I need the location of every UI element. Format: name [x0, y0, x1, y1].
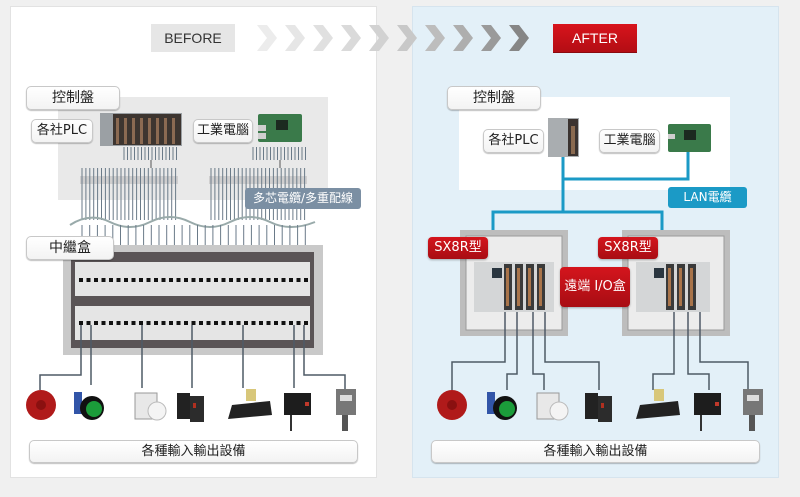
progress-chevrons — [257, 25, 529, 51]
device-wire — [39, 325, 82, 390]
sx8r-right-label: SX8R型 — [598, 237, 658, 259]
after-tag: AFTER — [553, 24, 637, 53]
after-device-wiring — [451, 312, 749, 390]
chevron-icon — [481, 25, 501, 51]
after-ipc-label: 工業電腦 — [599, 129, 660, 153]
device-wire — [506, 312, 518, 390]
device-wire — [303, 325, 346, 390]
chevron-icon — [257, 25, 277, 51]
after-plc-label: 各社PLC — [483, 129, 544, 153]
fiber-sensor-icon — [336, 389, 356, 415]
chevron-icon — [369, 25, 389, 51]
before-plc-label: 各社PLC — [31, 119, 93, 143]
sx8r-box-right — [622, 230, 730, 336]
sx8r-left-label: SX8R型 — [428, 237, 488, 259]
before-ipc-label: 工業電腦 — [193, 119, 253, 143]
chevron-icon — [453, 25, 473, 51]
sx8r-box-left — [460, 230, 568, 336]
chevron-icon — [313, 25, 333, 51]
relay-box-graphic — [63, 245, 323, 355]
before-device-wiring — [39, 325, 346, 390]
laser-sensor-icon — [694, 393, 721, 415]
photoelectric-sensor-icon — [585, 393, 598, 419]
before-plc-image — [100, 113, 182, 146]
after-io-devices — [437, 389, 763, 431]
device-wire — [532, 312, 545, 390]
relay-socket-icon — [228, 401, 272, 419]
relay-box-label: 中繼盒 — [26, 236, 114, 260]
after-io-devices-label: 各種輸入輸出設備 — [431, 440, 760, 463]
device-wire — [699, 312, 749, 390]
device-wire — [687, 312, 710, 390]
after-control-panel-label: 控制盤 — [447, 86, 541, 110]
before-tag: BEFORE — [151, 24, 235, 52]
lan-cable-label: LAN電纜 — [668, 187, 747, 208]
device-wire — [652, 312, 675, 390]
remote-io-box-label: 遠端 I/O盒 — [560, 267, 630, 307]
before-io-devices — [26, 389, 356, 431]
chevron-icon — [285, 25, 305, 51]
before-control-panel-label: 控制盤 — [26, 86, 120, 110]
chevron-icon — [341, 25, 361, 51]
device-wire — [544, 312, 600, 390]
pushbutton-icon — [74, 392, 82, 414]
pushbutton-icon — [487, 392, 495, 414]
after-plc-image — [548, 118, 579, 157]
fiber-sensor-icon — [743, 389, 763, 415]
relay-socket-icon — [636, 401, 680, 419]
multicore-cable-label: 多芯電纜/多重配線 — [245, 188, 361, 209]
before-io-devices-label: 各種輸入輸出設備 — [29, 440, 358, 463]
chevron-icon — [397, 25, 417, 51]
after-ipc-image — [668, 124, 711, 152]
laser-sensor-icon — [284, 393, 311, 415]
photoelectric-sensor-icon — [177, 393, 190, 419]
chevron-icon — [425, 25, 445, 51]
device-wire — [451, 312, 506, 390]
before-ipc-image — [258, 114, 302, 142]
chevron-icon — [509, 25, 529, 51]
